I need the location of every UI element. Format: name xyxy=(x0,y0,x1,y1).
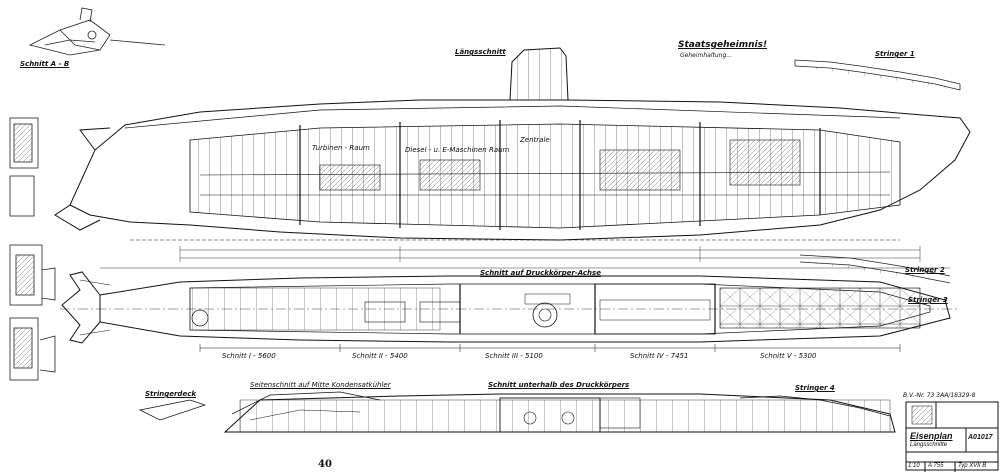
cut-1-label: Schnitt I - 5600 xyxy=(222,352,276,360)
title-block-subtitle: Längsschnitte xyxy=(910,442,948,448)
side-cut-label: Seitenschnitt auf Mitte Kondensatkühler xyxy=(250,381,391,389)
stringer-2-label: Stringer 2 xyxy=(905,266,945,274)
stringer-deck-label: Stringerdeck xyxy=(145,390,196,398)
stringer-4-label: Stringer 4 xyxy=(795,384,835,392)
state-secret-stamp: Staatsgeheimnis! xyxy=(678,40,768,50)
longitudinal-section xyxy=(54,47,971,241)
title-block-number: A 755 xyxy=(928,463,944,469)
page-number: 40 xyxy=(318,459,332,470)
drawing-ref-number: B.V.-Nr. 73 3AA/18329-8 xyxy=(903,392,976,399)
title-block-type: Typ XVII B xyxy=(958,463,987,469)
dimension-lines-top xyxy=(100,246,950,269)
below-pressure-hull-section xyxy=(138,391,896,433)
longitudinal-section-title: Längsschnitt xyxy=(455,48,506,56)
title-block-frame xyxy=(905,401,999,472)
section-ab-detail xyxy=(28,7,166,56)
stringer-3-label: Stringer 3 xyxy=(908,296,948,304)
diesel-room-label: Diesel - u. E-Maschinen Raum xyxy=(405,146,510,154)
pressure-hull-axis-title: Schnitt auf Druckkörper-Achse xyxy=(480,269,601,277)
section-ab-label: Schnitt A - B xyxy=(20,60,70,68)
central-room-label: Zentrale xyxy=(520,136,550,144)
cut-2-label: Schnitt II - 5400 xyxy=(352,352,408,360)
pressure-hull-plan xyxy=(60,271,960,352)
stringer-2-diagram xyxy=(799,254,951,284)
stamp-subline: Geheimhaltung... xyxy=(680,52,732,59)
cut-4-label: Schnitt IV - 7451 xyxy=(630,352,689,360)
title-block-sheet-no: A01017 xyxy=(968,434,993,441)
title-block-title: Eisenplan xyxy=(910,431,953,441)
below-pressure-hull-title: Schnitt unterhalb des Druckkörpers xyxy=(488,381,630,389)
stringer-1-label: Stringer 1 xyxy=(875,50,915,58)
cut-3-label: Schnitt III - 5100 xyxy=(485,352,543,360)
cut-5-label: Schnitt V - 5300 xyxy=(760,352,817,360)
turbine-room-label: Turbinen - Raum xyxy=(312,144,370,152)
title-block-scale: 1:10 xyxy=(908,463,920,469)
stringer-1-diagram xyxy=(794,59,961,91)
stern-sections xyxy=(9,117,56,381)
